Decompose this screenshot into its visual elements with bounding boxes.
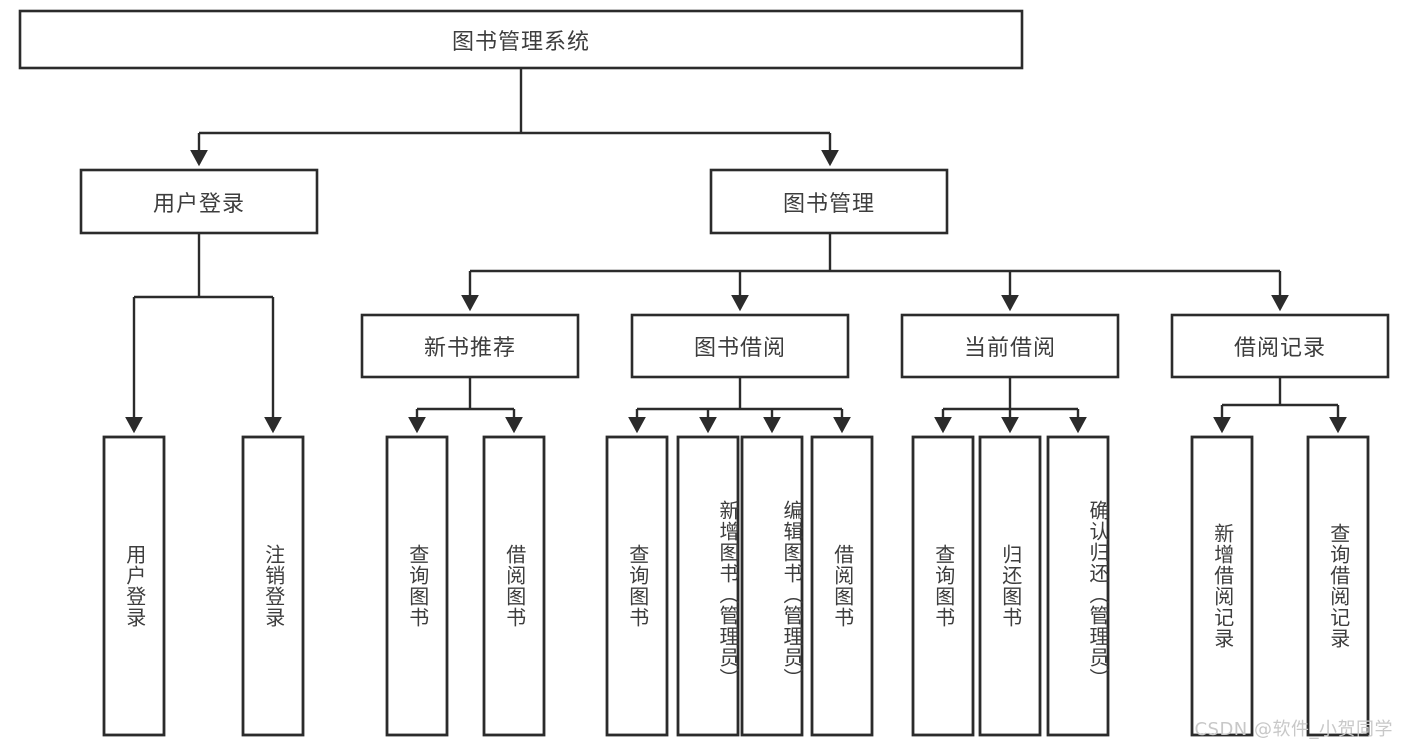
node-box-leaf-query-book-1[interactable]: [385, 435, 449, 737]
node-box-leaf-query-book-3[interactable]: [911, 435, 975, 737]
node-box-leaf-return-book[interactable]: [978, 435, 1042, 737]
node-box-leaf-query-book-2[interactable]: [605, 435, 669, 737]
node-box-leaf-borrow-book-1[interactable]: [482, 435, 546, 737]
node-box-leaf-add-record[interactable]: [1190, 435, 1254, 737]
node-box-leaf-edit-book[interactable]: [740, 435, 804, 737]
edge-group-user-login-to-leaves: [125, 233, 282, 434]
node-box-leaf-add-book[interactable]: [676, 435, 740, 737]
node-box-user-login[interactable]: [79, 168, 319, 235]
edge-group-root-to-level2: [190, 68, 839, 167]
node-box-leaf-borrow-book-2[interactable]: [810, 435, 874, 737]
node-box-leaf-user-logout[interactable]: [241, 435, 305, 737]
edge-group-book-manage-to-level3: [461, 233, 1289, 312]
node-box-book-borrow[interactable]: [630, 313, 850, 379]
node-box-leaf-query-record[interactable]: [1306, 435, 1370, 737]
node-box-new-book-rec[interactable]: [360, 313, 580, 379]
edge-group-borrow-record-to-leaves: [1213, 377, 1347, 434]
node-box-book-manage[interactable]: [709, 168, 949, 235]
node-box-root[interactable]: [18, 9, 1024, 70]
node-box-leaf-user-login[interactable]: [102, 435, 166, 737]
node-box-leaf-confirm-return[interactable]: [1046, 435, 1110, 737]
edge-group-current-borrow-to-leaves: [934, 377, 1087, 434]
node-box-borrow-record[interactable]: [1170, 313, 1390, 379]
edge-group-new-book-rec-to-leaves: [408, 377, 523, 434]
edge-group-book-borrow-to-leaves: [628, 377, 851, 434]
node-box-current-borrow[interactable]: [900, 313, 1120, 379]
